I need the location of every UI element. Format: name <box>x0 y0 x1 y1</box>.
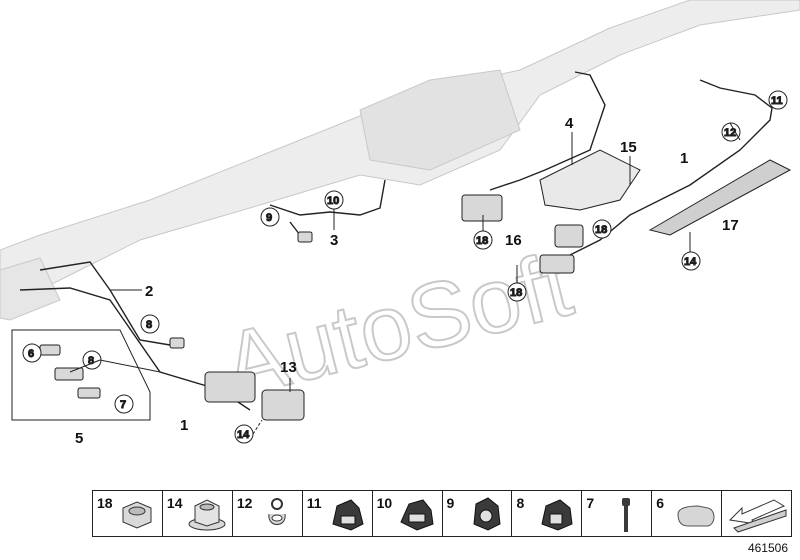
part-cell-14[interactable]: 14 <box>163 491 233 536</box>
circled-callout-12: 12 <box>721 122 741 142</box>
part-cell-8[interactable]: 8 <box>512 491 583 536</box>
callout-13: 13 <box>280 359 297 376</box>
kit-box <box>11 329 151 421</box>
part-number: 18 <box>97 495 113 511</box>
svg-text:11: 11 <box>771 95 783 107</box>
circled-callout-7: 7 <box>114 394 134 414</box>
svg-text:12: 12 <box>724 127 736 139</box>
svg-text:18: 18 <box>476 235 488 247</box>
circled-callout-8b: 8 <box>140 314 160 334</box>
callout-1b: 1 <box>680 150 688 167</box>
part-number: 12 <box>236 495 253 511</box>
cable-tie-icon <box>622 498 631 532</box>
part-cell-7[interactable]: 7 <box>582 491 653 536</box>
svg-text:8: 8 <box>88 355 94 367</box>
part-number: 9 <box>446 495 455 511</box>
diagram-number: 461506 <box>747 541 788 555</box>
svg-text:18: 18 <box>595 224 607 236</box>
part-cell-arrow[interactable] <box>722 491 791 536</box>
callout-15: 15 <box>620 139 637 156</box>
svg-text:14: 14 <box>237 429 250 441</box>
circled-callout-18a: 18 <box>473 230 493 250</box>
callout-16: 16 <box>505 232 522 249</box>
parts-diagram: AutoSoft 1 2 3 4 5 13 <box>0 0 800 447</box>
callout-4: 4 <box>565 115 574 132</box>
callout-17: 17 <box>722 217 739 234</box>
part-number: 11 <box>306 495 322 511</box>
svg-text:7: 7 <box>120 399 126 411</box>
circled-callout-14a: 14 <box>234 424 254 444</box>
part-cell-11[interactable]: 11 <box>303 491 373 536</box>
circled-callout-10: 10 <box>324 190 344 210</box>
circled-callout-14b: 14 <box>681 251 701 271</box>
heat-shield <box>648 159 792 236</box>
circled-callout-8a: 8 <box>82 350 102 370</box>
part-number: 6 <box>656 495 665 511</box>
part-cell-18[interactable]: 18 <box>93 491 163 536</box>
circled-callouts: 6 7 8 8 9 10 11 12 14 14 18 18 18 <box>22 90 788 444</box>
circled-callout-6: 6 <box>22 343 42 363</box>
svg-text:18: 18 <box>510 287 522 299</box>
leader-lines <box>69 122 741 435</box>
callout-3: 3 <box>330 232 338 249</box>
svg-text:8: 8 <box>146 319 152 331</box>
circled-callout-18c: 18 <box>507 282 527 302</box>
part-cell-10[interactable]: 10 <box>373 491 443 536</box>
part-number: 14 <box>166 495 183 511</box>
flange-nut-icon <box>188 499 226 531</box>
svg-text:9: 9 <box>266 212 272 224</box>
protective-sleeve-icon <box>677 505 715 527</box>
callout-1: 1 <box>180 417 188 434</box>
cable-holder-icon <box>473 497 501 531</box>
callout-5: 5 <box>75 430 83 447</box>
cable-holder-icon <box>541 499 573 531</box>
svg-text:10: 10 <box>327 195 339 207</box>
circled-callout-11: 11 <box>768 90 788 110</box>
part-number: 10 <box>376 495 393 511</box>
part-number: 8 <box>516 495 525 511</box>
callout-2: 2 <box>145 283 153 300</box>
part-cell-12[interactable]: 12 <box>233 491 303 536</box>
sensor-connectors <box>39 149 641 421</box>
part-cell-9[interactable]: 9 <box>443 491 513 536</box>
circled-callout-9: 9 <box>260 207 280 227</box>
part-cell-6[interactable]: 6 <box>652 491 723 536</box>
cable-holder-icon <box>332 499 364 531</box>
arrow-plate-icon <box>729 499 787 533</box>
small-parts-strip: 18 14 12 11 10 9 8 7 6 <box>92 490 792 537</box>
svg-text:14: 14 <box>684 256 697 268</box>
cable-clip-icon <box>268 498 286 525</box>
circled-callout-18b: 18 <box>592 219 612 239</box>
hex-nut-icon <box>122 501 152 529</box>
part-number: 7 <box>586 495 595 511</box>
svg-text:6: 6 <box>28 348 34 360</box>
callout-labels: 1 2 3 4 5 13 15 16 17 1 <box>75 115 739 447</box>
cable-holder-icon <box>399 499 434 531</box>
